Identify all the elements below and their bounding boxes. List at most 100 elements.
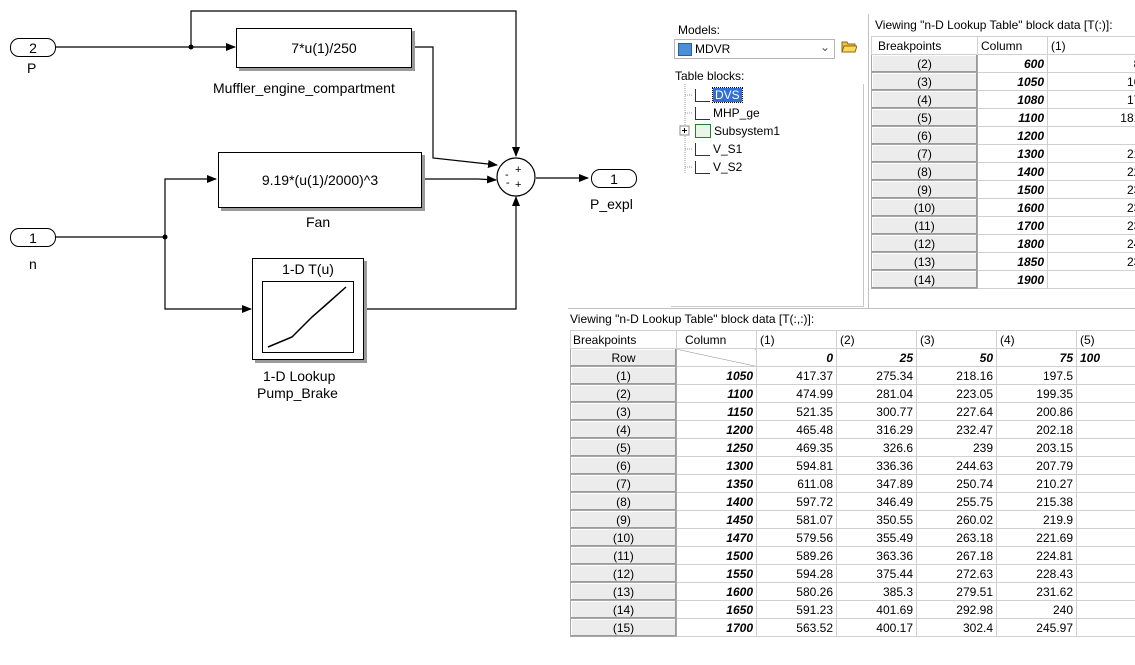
table-value-cell[interactable]: 594.28 — [757, 565, 837, 583]
table-value-cell[interactable]: 1 — [1077, 439, 1135, 457]
row-index-header[interactable]: (10) — [872, 199, 978, 217]
table-value-cell[interactable]: 474.99 — [757, 385, 837, 403]
row-breakpoint-cell[interactable]: 1050 — [978, 73, 1048, 91]
table-value-cell[interactable]: 210.9 — [1048, 145, 1135, 163]
table-value-cell[interactable]: 2 — [1077, 529, 1135, 547]
row-index-header[interactable]: (4) — [571, 421, 677, 439]
table-value-cell[interactable]: 200.86 — [997, 403, 1077, 421]
table-value-cell[interactable]: 281.04 — [837, 385, 917, 403]
table-value-cell[interactable]: 363.36 — [837, 547, 917, 565]
row-index-header[interactable]: (7) — [571, 475, 677, 493]
row-index-header[interactable]: (8) — [571, 493, 677, 511]
row-index-header[interactable]: (13) — [571, 583, 677, 601]
row-breakpoint-cell[interactable]: 1500 — [978, 181, 1048, 199]
table-value-cell[interactable]: 228.43 — [997, 565, 1077, 583]
table-value-cell[interactable]: 2 — [1077, 583, 1135, 601]
table-value-cell[interactable]: 223.3 — [1048, 163, 1135, 181]
open-folder-icon[interactable] — [841, 40, 857, 53]
table-value-cell[interactable]: 400.17 — [837, 619, 917, 637]
table-value-cell[interactable]: 580.26 — [757, 583, 837, 601]
row-index-header[interactable]: (5) — [872, 109, 978, 127]
table-value-cell[interactable]: 401.69 — [837, 601, 917, 619]
table-value-cell[interactable]: 2 — [1077, 619, 1135, 637]
row-index-header[interactable]: (2) — [571, 385, 677, 403]
table-value-cell[interactable]: 594.81 — [757, 457, 837, 475]
table-value-cell[interactable]: 210.27 — [997, 475, 1077, 493]
table-value-cell[interactable]: 215.38 — [997, 493, 1077, 511]
table-value-cell[interactable]: 240 — [997, 601, 1077, 619]
fan-fcn-block[interactable]: 9.19*(u(1)/2000)^3 — [218, 152, 422, 208]
table-value-cell[interactable]: 233 — [1048, 271, 1135, 289]
row-index-header[interactable]: (9) — [872, 181, 978, 199]
table-value-cell[interactable]: 272.63 — [917, 565, 997, 583]
table-value-cell[interactable]: 230.3 — [1048, 199, 1135, 217]
tree-item-subsystem1[interactable]: Subsystem1 — [695, 124, 780, 138]
row-breakpoint-cell[interactable]: 1100 — [978, 109, 1048, 127]
row-index-header[interactable]: (14) — [872, 271, 978, 289]
table-value-cell[interactable]: 1 — [1077, 475, 1135, 493]
table-value-cell[interactable]: 178.6 — [1048, 91, 1135, 109]
table-value-cell[interactable]: 1 — [1077, 403, 1135, 421]
table-value-cell[interactable]: 181.86 — [1048, 109, 1135, 127]
tree-item-v-s1[interactable]: V_S1 — [695, 142, 742, 156]
table-value-cell[interactable]: 579.56 — [757, 529, 837, 547]
table-value-cell[interactable]: 263.18 — [917, 529, 997, 547]
table-value-cell[interactable]: 292.98 — [917, 601, 997, 619]
table-value-cell[interactable]: 465.48 — [757, 421, 837, 439]
table-value-cell[interactable]: 521.35 — [757, 403, 837, 421]
table-value-cell[interactable]: 355.49 — [837, 529, 917, 547]
row-breakpoint-cell[interactable]: 1450 — [677, 511, 757, 529]
row-breakpoint-cell[interactable]: 1400 — [677, 493, 757, 511]
row-breakpoint-cell[interactable]: 1300 — [677, 457, 757, 475]
table-value-cell[interactable]: 239 — [917, 439, 997, 457]
row-breakpoint-cell[interactable]: 1800 — [978, 235, 1048, 253]
table-value-cell[interactable]: 169.9 — [1048, 73, 1135, 91]
table-value-cell[interactable]: 316.29 — [837, 421, 917, 439]
table-value-cell[interactable]: 417.37 — [757, 367, 837, 385]
row-breakpoint-cell[interactable]: 1700 — [978, 217, 1048, 235]
table-value-cell[interactable]: 302.4 — [917, 619, 997, 637]
row-index-header[interactable]: (10) — [571, 529, 677, 547]
row-index-header[interactable]: (6) — [571, 457, 677, 475]
row-index-header[interactable]: (13) — [872, 253, 978, 271]
table-value-cell[interactable]: 197.5 — [997, 367, 1077, 385]
table-value-cell[interactable]: 267.18 — [917, 547, 997, 565]
row-breakpoint-cell[interactable]: 1900 — [978, 271, 1048, 289]
row-breakpoint-cell[interactable]: 1470 — [677, 529, 757, 547]
table-value-cell[interactable]: 346.49 — [837, 493, 917, 511]
table-value-cell[interactable]: 244.63 — [917, 457, 997, 475]
row-index-header[interactable]: (2) — [872, 55, 978, 73]
table-value-cell[interactable]: 197 — [1048, 127, 1135, 145]
col-breakpoint-cell[interactable]: 0 — [757, 349, 837, 367]
table-value-cell[interactable]: 347.89 — [837, 475, 917, 493]
outport-p-expl[interactable]: 1 — [591, 169, 637, 188]
row-index-header[interactable]: (7) — [872, 145, 978, 163]
table-value-cell[interactable]: 591.23 — [757, 601, 837, 619]
table-value-cell[interactable]: 469.35 — [757, 439, 837, 457]
row-breakpoint-cell[interactable]: 1700 — [677, 619, 757, 637]
row-breakpoint-cell[interactable]: 1500 — [677, 547, 757, 565]
table-value-cell[interactable]: 82.8 — [1048, 55, 1135, 73]
table-value-cell[interactable]: 1 — [1077, 457, 1135, 475]
row-breakpoint-cell[interactable]: 1250 — [677, 439, 757, 457]
table-value-cell[interactable]: 218.16 — [917, 367, 997, 385]
table-value-cell[interactable]: 231.62 — [997, 583, 1077, 601]
row-index-header[interactable]: (12) — [872, 235, 978, 253]
table-value-cell[interactable]: 2 — [1077, 565, 1135, 583]
table-value-cell[interactable]: 240.6 — [1048, 235, 1135, 253]
row-index-header[interactable]: (11) — [571, 547, 677, 565]
tree-item-v-s2[interactable]: V_S2 — [695, 160, 742, 174]
col-breakpoint-cell[interactable]: 75 — [997, 349, 1077, 367]
table-value-cell[interactable]: 300.77 — [837, 403, 917, 421]
row-index-header[interactable]: (6) — [872, 127, 978, 145]
row-breakpoint-cell[interactable]: 1850 — [978, 253, 1048, 271]
row-breakpoint-cell[interactable]: 1650 — [677, 601, 757, 619]
table-value-cell[interactable]: 336.36 — [837, 457, 917, 475]
table-value-cell[interactable]: 375.44 — [837, 565, 917, 583]
table-value-cell[interactable]: 2 — [1077, 493, 1135, 511]
row-breakpoint-cell[interactable]: 1200 — [978, 127, 1048, 145]
row-index-header[interactable]: (14) — [571, 601, 677, 619]
table-value-cell[interactable]: 260.02 — [917, 511, 997, 529]
row-index-header[interactable]: (1) — [571, 367, 677, 385]
table-value-cell[interactable]: 221.69 — [997, 529, 1077, 547]
